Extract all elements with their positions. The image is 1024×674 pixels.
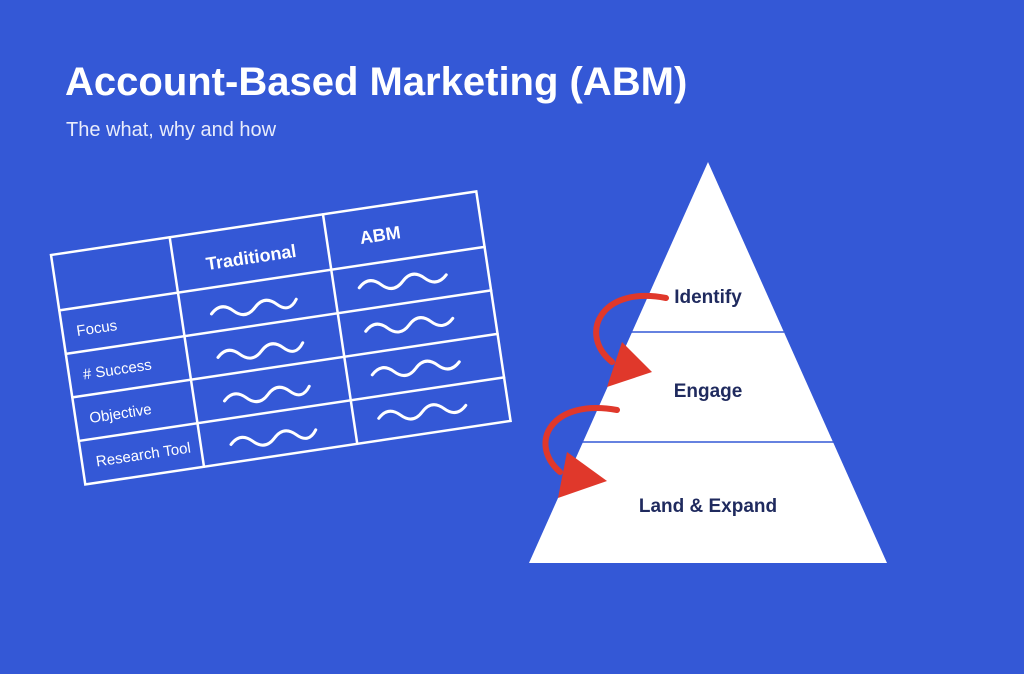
table-row-label-success: # Success bbox=[82, 356, 153, 383]
table-row-label-focus: Focus bbox=[75, 317, 118, 340]
pyramid-level-identify: Identify bbox=[674, 287, 742, 308]
table-border bbox=[49, 190, 512, 486]
squiggle-abm-objective bbox=[370, 359, 461, 377]
squiggle-traditional-research-tool bbox=[229, 428, 318, 447]
abm-pyramid: Identify Engage Land & Expand bbox=[529, 162, 887, 563]
table-placeholder-squiggles bbox=[209, 272, 468, 447]
pyramid-shape bbox=[529, 162, 887, 563]
squiggle-traditional-success bbox=[216, 341, 305, 360]
table-header-traditional: Traditional bbox=[205, 241, 298, 274]
squiggle-traditional-objective bbox=[222, 384, 311, 404]
squiggle-traditional-focus bbox=[209, 297, 298, 317]
page-title: Account-Based Marketing (ABM) bbox=[65, 60, 688, 104]
table-grid bbox=[49, 190, 512, 486]
squiggle-abm-research-tool bbox=[377, 403, 468, 421]
flow-arrow-engage-to-land-expand bbox=[542, 405, 620, 498]
pyramid-level-engage: Engage bbox=[674, 381, 743, 402]
table-divider-row-2 bbox=[64, 289, 493, 356]
curved-arrow-shaft bbox=[593, 293, 669, 365]
table-header-abm: ABM bbox=[358, 222, 402, 248]
table-row-label-objective: Objective bbox=[88, 401, 152, 427]
table-divider-row-3 bbox=[71, 332, 499, 399]
arrow-head-icon bbox=[558, 452, 607, 498]
curved-arrow-shaft bbox=[542, 405, 620, 475]
comparison-table: Traditional ABM Focus # Success Objectiv… bbox=[49, 190, 512, 486]
pyramid-level-land-expand: Land & Expand bbox=[639, 496, 777, 517]
page-subtitle: The what, why and how bbox=[66, 119, 277, 141]
table-divider-col-1 bbox=[168, 236, 206, 468]
table-divider-row-1 bbox=[58, 245, 486, 312]
table-row-label-research-tool: Research Tool bbox=[95, 440, 192, 471]
squiggle-abm-focus bbox=[357, 272, 448, 290]
flow-arrow-identify-to-engage bbox=[593, 293, 669, 387]
arrow-head-icon bbox=[607, 342, 652, 387]
table-divider-row-4 bbox=[77, 376, 506, 443]
squiggle-abm-success bbox=[364, 316, 455, 334]
table-divider-col-2 bbox=[321, 213, 359, 446]
